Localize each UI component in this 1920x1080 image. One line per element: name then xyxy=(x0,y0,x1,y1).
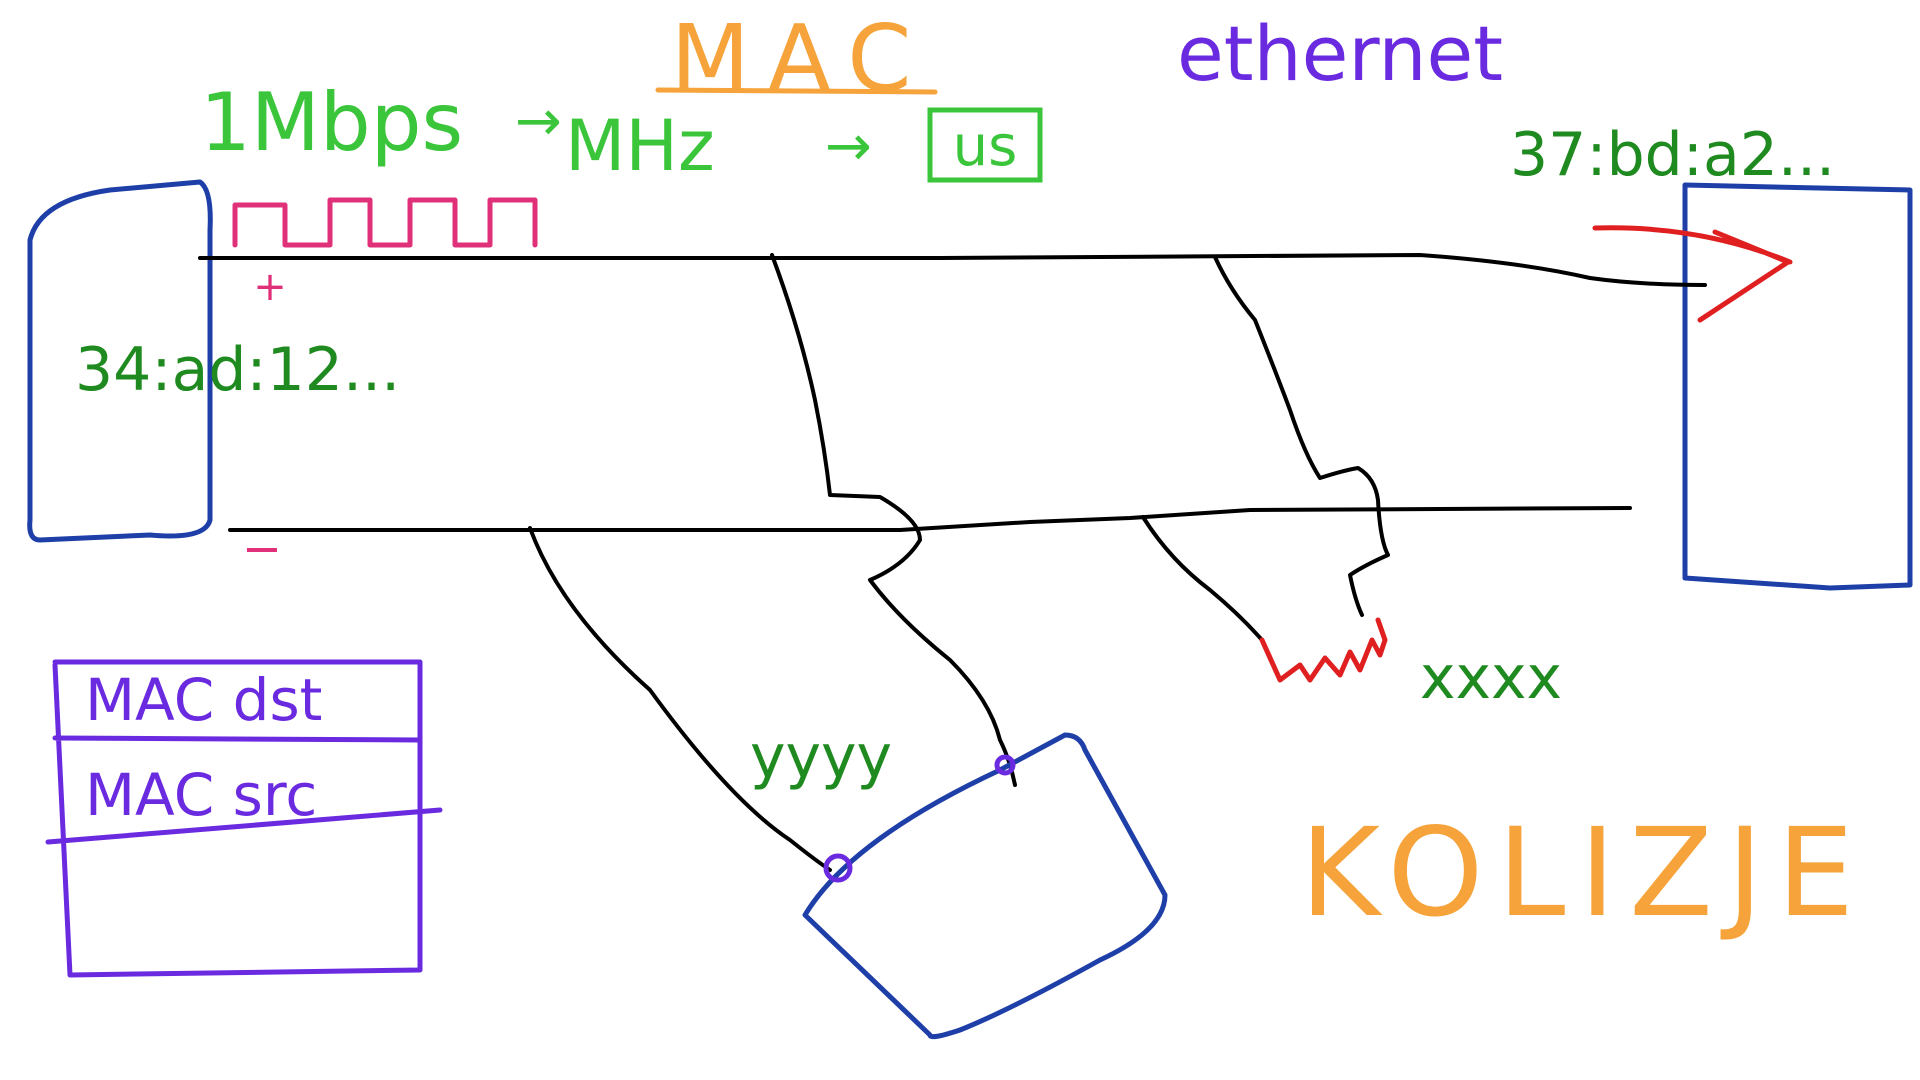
arrow-into-right-host xyxy=(1592,225,1793,323)
subtitle-ethernet: ethernet xyxy=(1177,9,1503,98)
host-right-box xyxy=(1682,182,1913,591)
speed-arrow-1: → xyxy=(515,89,562,154)
speed-rate: 1Mbps xyxy=(200,76,463,169)
connector-dot-b xyxy=(994,754,1016,776)
host-left-box xyxy=(27,179,213,543)
frame-field-mac-dst: MAC dst xyxy=(85,666,322,734)
collision-label: KOLIZJE xyxy=(1300,802,1868,944)
frame-table: MAC dst MAC src xyxy=(45,659,443,978)
frame-table-outline xyxy=(45,659,443,978)
host-right-mac: 37:bd:a2... xyxy=(1510,120,1835,190)
frame-field-mac-src: MAC src xyxy=(85,761,317,829)
branch-wire-resistor-a xyxy=(1213,255,1390,617)
host-left-mac: 34:ad:12... xyxy=(75,335,400,405)
title-mac: MAC xyxy=(671,5,930,112)
square-wave-signal xyxy=(232,197,538,248)
resistor-squiggle xyxy=(1259,617,1388,683)
branch-wire-bottom-host-a xyxy=(528,526,832,872)
period-box xyxy=(927,107,1043,183)
host-bottom-box xyxy=(802,732,1168,1040)
host-bottom-mac: yyyy xyxy=(750,722,892,792)
branch-wire-bottom-host-b xyxy=(770,253,1017,787)
bus-wire-negative xyxy=(228,506,1632,532)
title-underline xyxy=(655,87,938,95)
speed-period: us xyxy=(953,114,1018,179)
device-resistor-mac: xxxx xyxy=(1420,643,1562,713)
speed-arrow-2: → xyxy=(825,114,872,179)
branch-wire-resistor-b xyxy=(1141,515,1264,642)
bus-wire-positive xyxy=(198,253,1707,287)
speed-note: 1Mbps → MHz → us xyxy=(200,76,1043,187)
connector-dot-a xyxy=(823,853,853,883)
speed-freq: MHz xyxy=(565,105,715,187)
polarity-positive: + xyxy=(253,264,287,310)
